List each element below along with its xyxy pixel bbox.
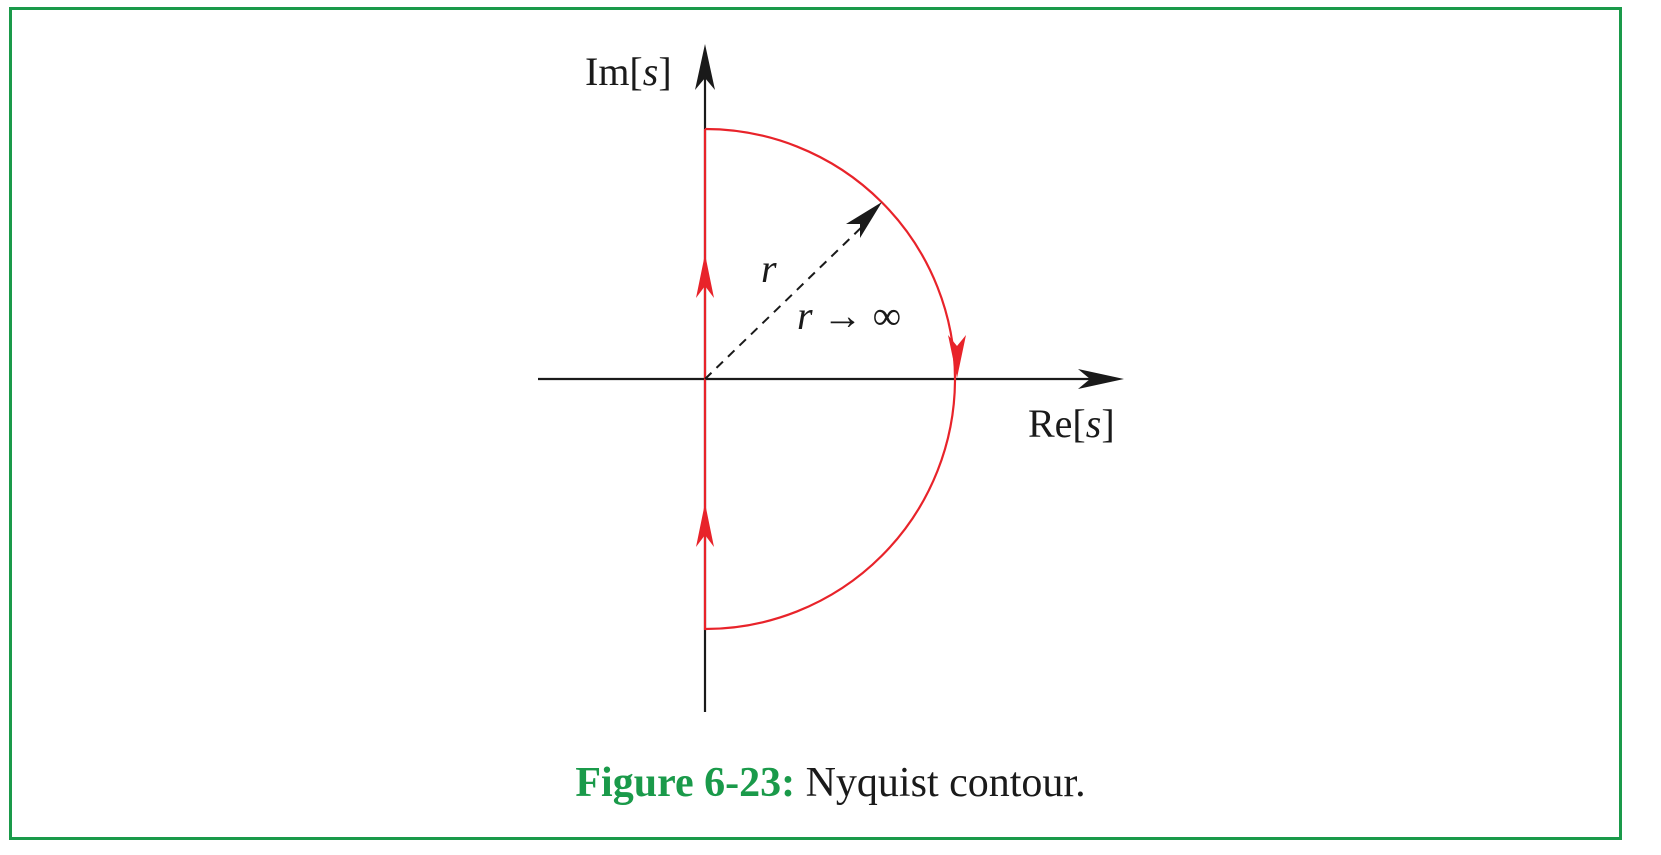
limit-label: r → ∞ [797,293,901,338]
imaginary-axis-label: Im[s] [585,49,672,94]
real-axis-label: Re[s] [1028,401,1115,446]
real-axis-arrowhead [1078,369,1124,389]
contour-arrow-up-upper [696,254,714,298]
radius-arrowhead [846,202,882,238]
figure-caption-label: Figure 6-23: [575,760,796,806]
figure-caption: Figure 6-23: Nyquist contour. [0,762,1661,804]
figure-frame [9,7,1622,840]
contour-arrow-down-right [948,335,966,378]
imaginary-axis-arrowhead [695,44,715,90]
radius-dashed-line [704,220,869,380]
figure-caption-text: Nyquist contour. [795,760,1086,806]
contour-arrow-up-lower [696,503,714,547]
contour-semicircle [704,127,957,631]
radius-label: r [761,246,777,291]
